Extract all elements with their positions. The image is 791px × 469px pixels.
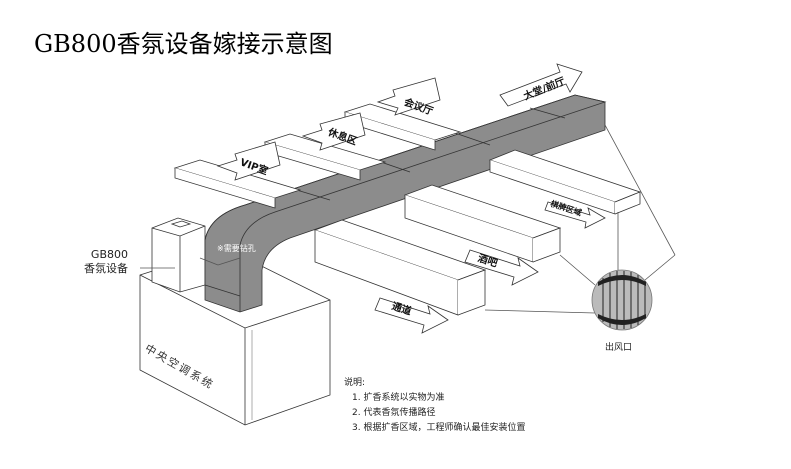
drill-label: ※需要钻孔 (217, 244, 256, 253)
note-item: 2. 代表香氛传播路径 (352, 408, 436, 418)
notes-heading: 说明: (344, 378, 366, 388)
branch-duct-corridor (313, 219, 487, 316)
branch-duct-chess (488, 149, 642, 215)
outlet-label: 出风口 (605, 343, 633, 353)
branch-duct-bar (403, 184, 562, 263)
device-label: GB800 香氛设备 (84, 248, 128, 276)
arrow-bar (464, 249, 539, 286)
outlet-leader-lines (140, 124, 676, 314)
arrow-vip (216, 141, 281, 181)
central-ac-unit (139, 247, 331, 426)
main-duct (204, 94, 607, 313)
note-item: 1. 扩香系统以实物为准 (352, 393, 445, 403)
device-label-name: 香氛设备 (84, 262, 128, 275)
note-item: 3. 根据扩香区域，工程师确认最佳安装位置 (352, 423, 526, 433)
branch-duct-meeting (343, 103, 462, 151)
page-title: GB800香氛设备嫁接示意图 (34, 30, 333, 58)
notes: 说明: 1. 扩香系统以实物为准 2. 代表香氛传播路径 3. 根据扩香区域，工… (344, 376, 525, 436)
device-label-model: GB800 (90, 248, 128, 261)
outlet-grille-icon (591, 269, 653, 331)
arrow-lobby (499, 63, 583, 107)
arrow-meeting (376, 77, 441, 116)
arrow-corridor (374, 297, 449, 334)
gb800-device (151, 217, 206, 293)
arrow-chess (544, 201, 606, 229)
arrow-rest (301, 112, 366, 151)
